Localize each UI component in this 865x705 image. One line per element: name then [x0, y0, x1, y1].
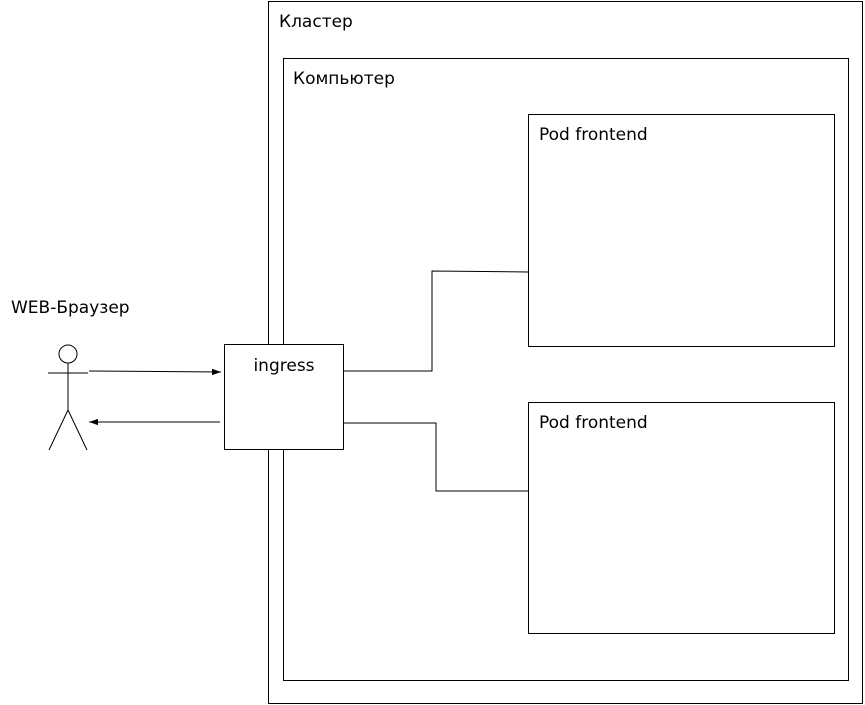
connector-ingress-pod1 — [344, 270, 529, 372]
pod-frontend-box-1 — [528, 114, 835, 347]
web-browser-actor-icon — [48, 344, 88, 451]
ingress-box — [224, 344, 344, 450]
web-browser-label: WEB-Браузер — [11, 298, 130, 318]
pod-frontend-box-2 — [528, 402, 835, 634]
pod-frontend-label-1: Pod frontend — [539, 125, 648, 145]
connector-ingress-pod2 — [344, 422, 528, 492]
computer-label: Компьютер — [293, 69, 395, 89]
ingress-label: ingress — [253, 356, 315, 376]
cluster-label: Кластер — [279, 12, 353, 32]
pod-frontend-label-2: Pod frontend — [539, 413, 648, 433]
request-arrow — [88, 368, 222, 376]
